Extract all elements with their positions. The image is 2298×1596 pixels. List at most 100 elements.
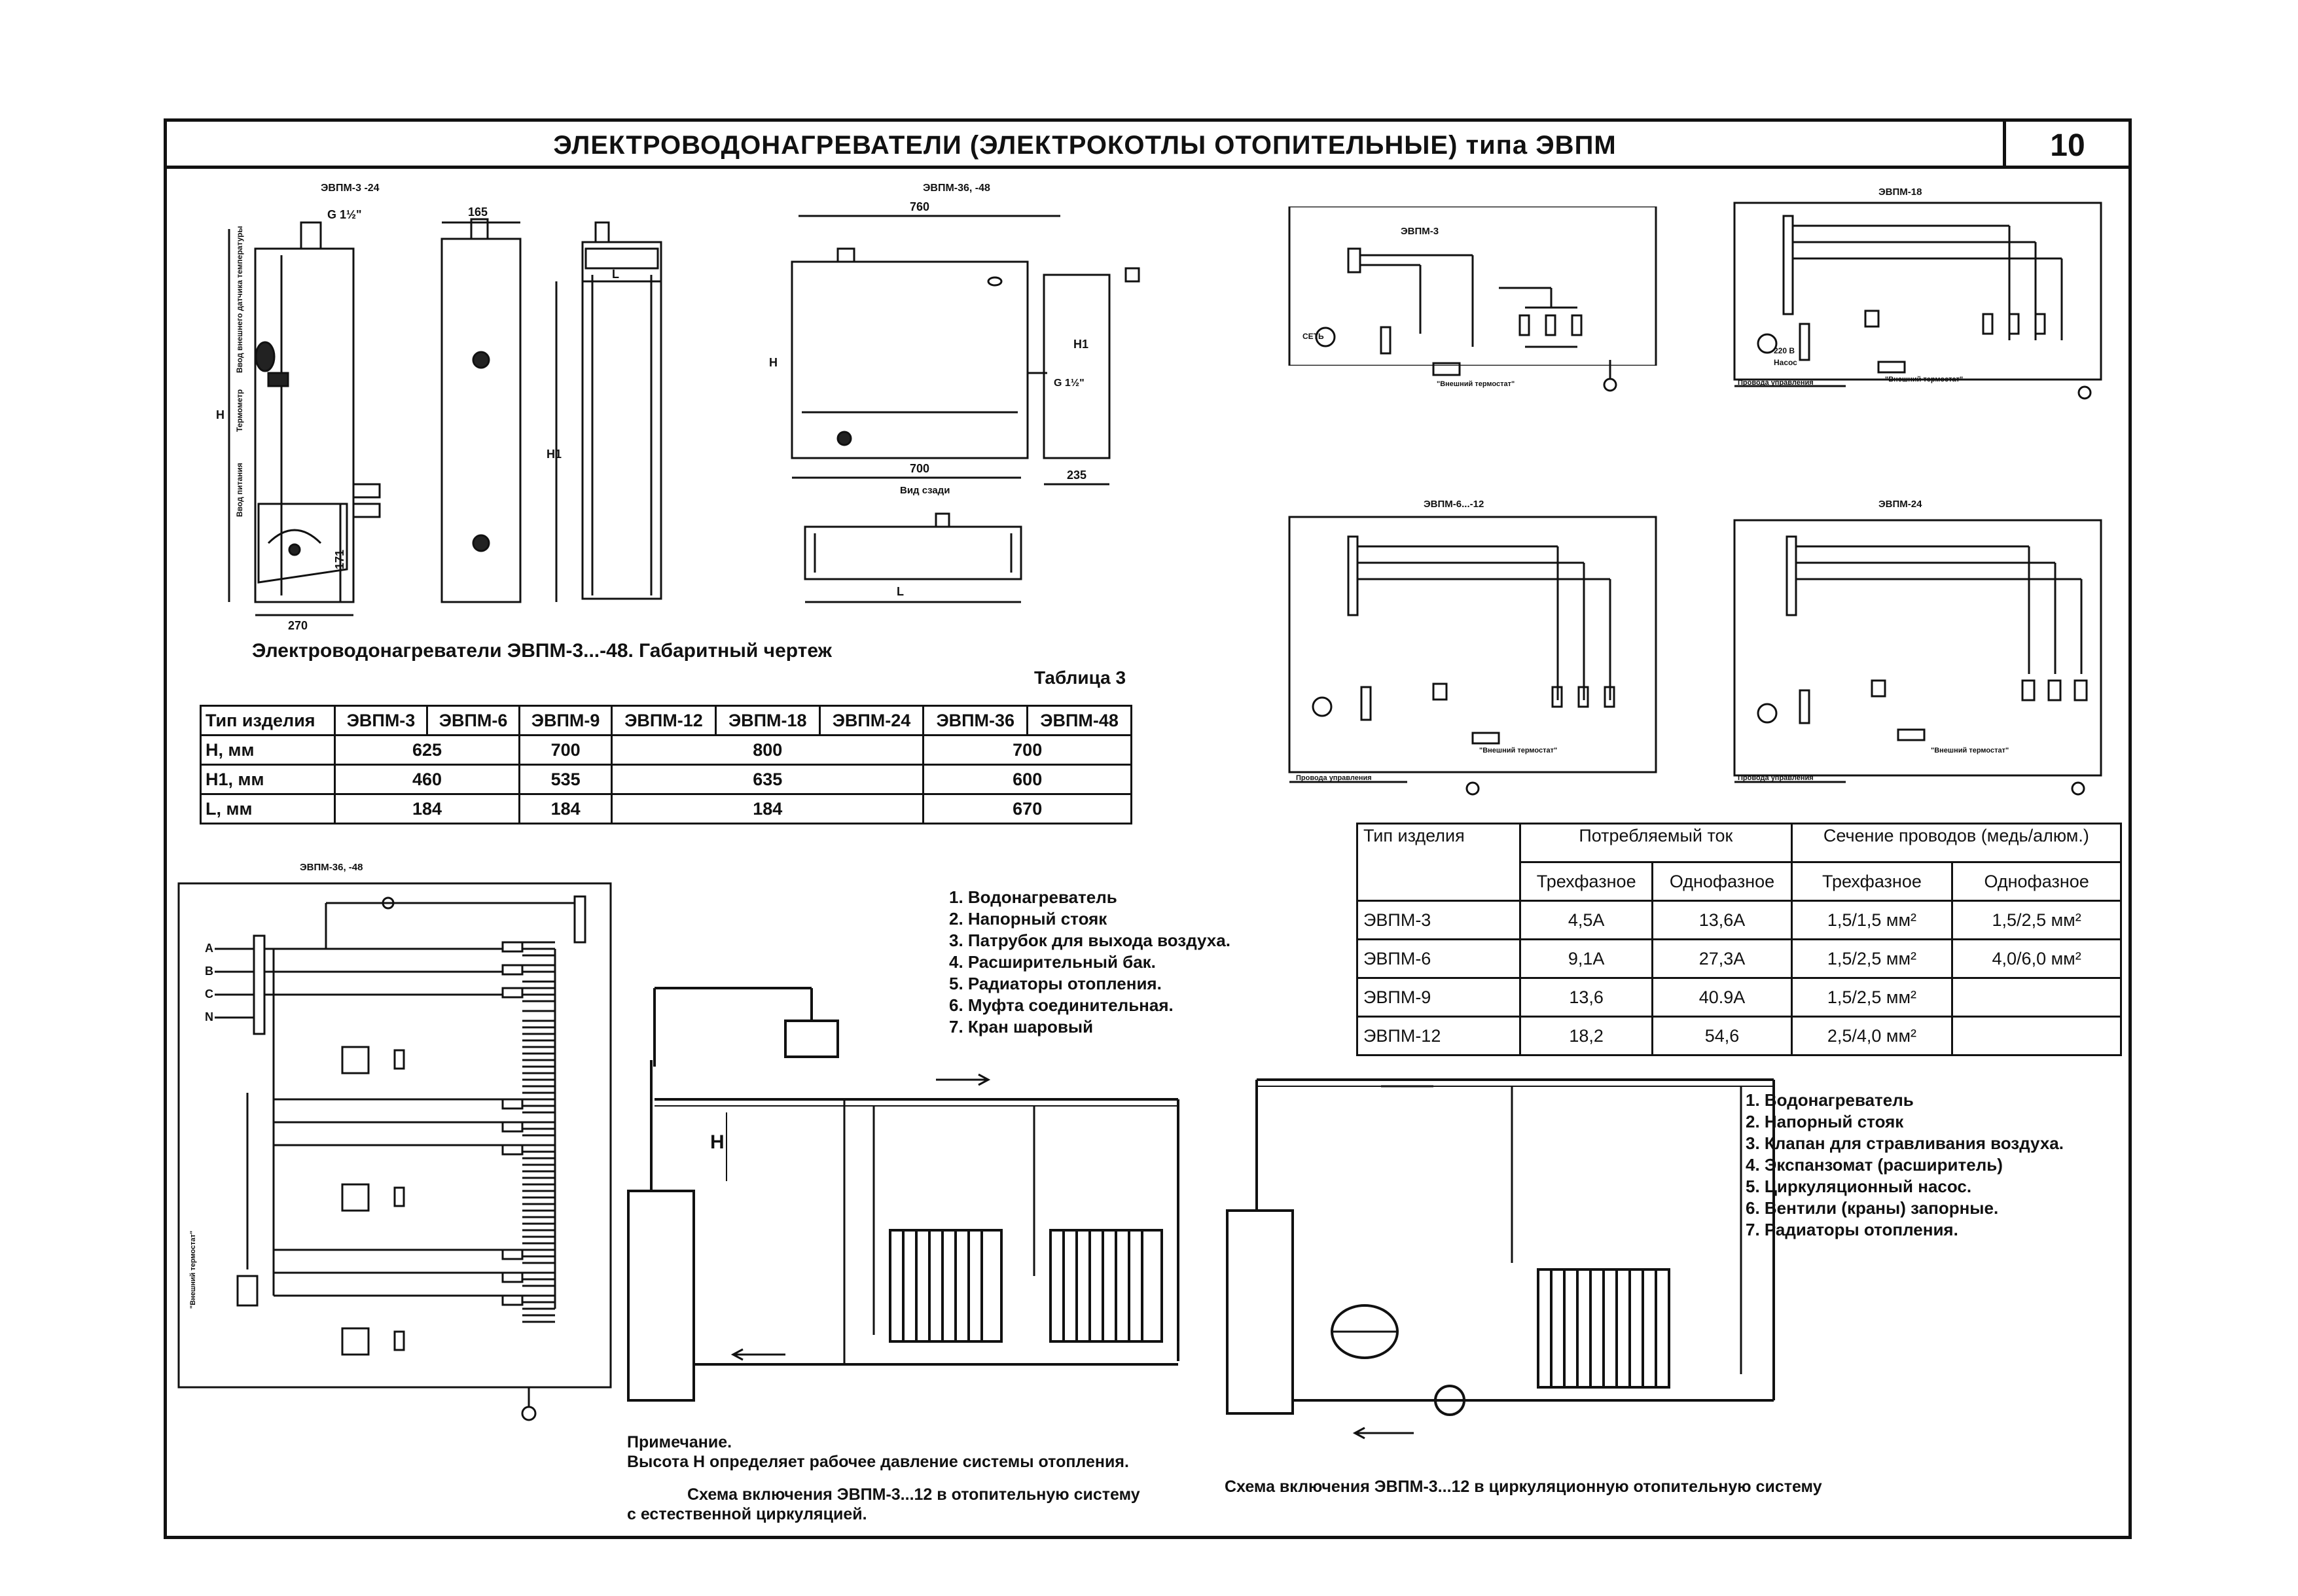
table-header-cell: Тип изделия	[200, 705, 336, 736]
forced-caption: Схема включения ЭВПМ-3...12 в циркуляцио…	[1225, 1478, 1822, 1496]
label-pump: Насос	[1774, 358, 1797, 367]
table-header-cell: ЭВПМ-48	[1026, 705, 1132, 736]
table-cell: 40.9А	[1651, 977, 1793, 1018]
table-row: H1, мм 460 535 635 600	[200, 764, 1132, 795]
legend-item: 3. Клапан для стравливания воздуха.	[1746, 1133, 2064, 1153]
label-dim-235: 235	[1067, 469, 1086, 482]
table-cell: 600	[922, 764, 1132, 795]
table-row: ЭВПМ-6 9,1А 27,3А 1,5/2,5 мм² 4,0/6,0 мм…	[1356, 938, 2122, 979]
natural-caption-1: Схема включения ЭВПМ-3...12 в отопительн…	[687, 1485, 1140, 1504]
small-unit-L-view	[555, 221, 662, 602]
table-row: H, мм 625 700 800 700	[200, 734, 1132, 766]
large-unit-front-view	[791, 215, 1060, 479]
table-header-cell: ЭВПМ-12	[611, 705, 717, 736]
phase-B: B	[205, 965, 213, 978]
radiator-3	[1537, 1268, 1670, 1389]
table-cell: 700	[518, 734, 613, 766]
legend-item: 1. Водонагреватель	[949, 887, 1117, 907]
legend-item: 6. Вентили (краны) запорные.	[1746, 1198, 1999, 1218]
label-thread-side: G 1½"	[1054, 378, 1085, 389]
heater-group-3	[501, 1249, 524, 1306]
dimension-drawing: ЭВПМ-3 -24 ЭВПМ-36, -48 G 1½" 270 171 16…	[216, 183, 1140, 632]
table-cell: 184	[333, 793, 521, 825]
legend-item: 5. Циркуляционный насос.	[1746, 1177, 1972, 1196]
legend-item: 7. Радиаторы отопления.	[1746, 1220, 1958, 1239]
table-cell: 4,5А	[1518, 900, 1654, 940]
title-evpm3: ЭВПМ-3	[1401, 226, 1439, 237]
table-header-cell: ЭВПМ-18	[714, 705, 821, 736]
table-cell: 13,6	[1518, 977, 1654, 1018]
table-row: L, мм 184 184 184 670	[200, 793, 1132, 825]
label-control-wires-3: Провода управления	[1738, 774, 1814, 782]
table-header-cell: Трехфазное	[1790, 861, 1954, 902]
wiring-evpm6-12	[1288, 516, 1657, 796]
phase-A: A	[205, 942, 213, 955]
label-ext-thermostat-3: "Внешний термостат"	[1479, 747, 1557, 754]
table-cell	[1951, 1016, 2122, 1056]
table-cell: 800	[611, 734, 925, 766]
label-control-wires-2: Провода управления	[1296, 774, 1372, 782]
legend-item: 4. Расширительный бак.	[949, 952, 1156, 972]
large-unit-top-view	[804, 512, 1022, 603]
legend-item: 4. Экспанзомат (расширитель)	[1746, 1155, 2003, 1175]
table-header-cell: Однофазное	[1951, 861, 2122, 902]
label-ext-thermostat-5: "Внешний термостат"	[189, 1231, 197, 1309]
label-dim-H: H	[216, 408, 224, 421]
forced-circulation-scheme: Схема включения ЭВПМ-3...12 в циркуляцио…	[1225, 1078, 1822, 1496]
label-dim-270: 270	[288, 619, 308, 632]
forced-legend: 1. Водонагреватель 2. Напорный стояк 3. …	[1746, 1090, 2064, 1241]
wiring-diagrams: ЭВПМ-3 ЭВПМ-18 ЭВПМ-6...-12 ЭВПМ-24 СЕТЬ…	[1288, 186, 2102, 796]
table-header-row: Трехфазное Однофазное Трехфазное Однофаз…	[1357, 861, 2122, 902]
expansion-tank	[784, 1020, 839, 1058]
natural-circulation-scheme: H	[627, 987, 1179, 1402]
table-header-cell: Потребляемый ток	[1519, 823, 1793, 863]
label-dim-H1: H1	[547, 448, 562, 461]
heater-unit-1	[627, 988, 695, 1402]
table-cell: 184	[611, 793, 925, 825]
sheet-frame	[164, 118, 2132, 1539]
label-thread-top: G 1½"	[327, 208, 362, 221]
table-header-cell: Тип изделия	[1356, 823, 1521, 902]
title-evpm24: ЭВПМ-24	[1878, 499, 1922, 510]
label-control-wires-1: Провода управления	[1738, 379, 1814, 387]
table-cell: ЭВПМ-12	[1356, 1016, 1521, 1056]
table-cell: H1, мм	[200, 764, 336, 795]
table-cell: 635	[611, 764, 925, 795]
label-dim-700: 700	[910, 462, 929, 475]
table-header-cell: Однофазное	[1651, 861, 1793, 902]
table-row: ЭВПМ-3 4,5А 13,6А 1,5/1,5 мм² 1,5/2,5 мм…	[1356, 900, 2122, 940]
table-header-cell: ЭВПМ-24	[818, 705, 925, 736]
title-evpm18: ЭВПМ-18	[1878, 186, 1922, 198]
label-dim-H-large: H	[769, 356, 778, 369]
legend-item: 3. Патрубок для выхода воздуха.	[949, 931, 1230, 950]
table-header-cell: Сечение проводов (медь/алюм.)	[1790, 823, 2123, 863]
natural-note-title: Примечание.	[627, 1433, 732, 1451]
side-label-thermometer: Термометр	[235, 389, 244, 432]
title-evpm36-48: ЭВПМ-36, -48	[300, 862, 363, 873]
natural-note-text: Высота H определяет рабочее давление сис…	[627, 1453, 1129, 1471]
radiator-1	[889, 1229, 1003, 1343]
table-header-cell: ЭВПМ-6	[426, 705, 521, 736]
table-cell: 13,6А	[1651, 900, 1793, 940]
table-cell: ЭВПМ-6	[1356, 938, 1521, 979]
side-label-sensor: Ввод внешнего датчика температуры	[235, 226, 244, 373]
table-cell: 460	[333, 764, 521, 795]
natural-legend: 1. Водонагреватель 2. Напорный стояк 3. …	[949, 887, 1230, 1038]
table-cell	[1951, 977, 2122, 1018]
small-unit-front-view	[228, 221, 381, 616]
dimension-caption: Электроводонагреватели ЭВПМ-3...-48. Габ…	[252, 640, 832, 662]
table-cell: 9,1А	[1518, 938, 1654, 979]
table3-caption: Таблица 3	[1034, 667, 1126, 688]
page-number: 10	[2003, 122, 2129, 169]
legend-item: 6. Муфта соединительная.	[949, 995, 1174, 1015]
circulation-pump	[1434, 1385, 1465, 1416]
table-cell: 1,5/1,5 мм²	[1790, 900, 1954, 940]
large-unit-side-view	[1043, 267, 1140, 486]
page-title: ЭЛЕКТРОВОДОНАГРЕВАТЕЛИ (ЭЛЕКТРОКОТЛЫ ОТО…	[553, 130, 1617, 160]
label-dim-171: 171	[333, 550, 346, 569]
table-cell: 535	[518, 764, 613, 795]
label-dim-165: 165	[468, 205, 488, 219]
table-row: ЭВПМ-12 18,2 54,6 2,5/4,0 мм²	[1356, 1016, 2122, 1056]
table-cell: ЭВПМ-3	[1356, 900, 1521, 940]
label-dim-L: L	[612, 268, 619, 281]
